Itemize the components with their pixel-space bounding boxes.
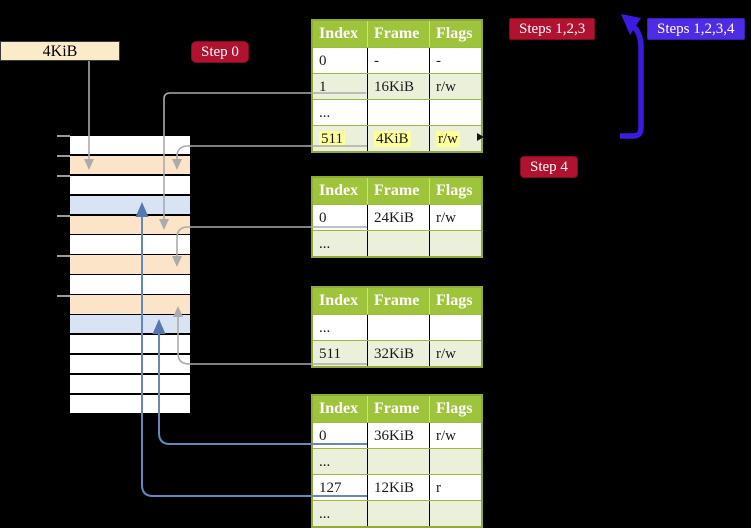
memory-row-white xyxy=(70,354,190,374)
table-row: 0 36KiB r/w xyxy=(313,422,481,448)
badge-steps-123: Steps 1,2,3 xyxy=(509,18,596,40)
highlight: r/w xyxy=(436,131,460,147)
memory-row-blue xyxy=(70,195,190,215)
memory-row-white xyxy=(70,175,190,195)
page-table-third: Index Frame Flags ... 511 32KiB r/w xyxy=(311,286,483,368)
header-cell: Index xyxy=(319,25,359,42)
table-row: ... xyxy=(313,230,481,256)
table-row: 1 16KiB r/w xyxy=(313,73,481,99)
table-row: 127 12KiB r xyxy=(313,474,481,500)
table-header-row: Index Frame Flags xyxy=(313,396,481,422)
memory-row-white xyxy=(70,374,190,394)
memory-row-peach xyxy=(70,255,190,274)
table-row: ... xyxy=(313,448,481,474)
memory-stack xyxy=(70,136,190,413)
memory-row-peach xyxy=(70,155,190,175)
header-cell: Flags xyxy=(429,21,481,47)
table-header-row: Index Frame Flags xyxy=(313,21,481,47)
badge-steps-1234: Steps 1,2,3,4 xyxy=(647,18,745,40)
memory-row-blue xyxy=(70,315,190,334)
page-table-second: Index Frame Flags 0 24KiB r/w ... xyxy=(311,176,483,258)
memory-row-white xyxy=(70,235,190,254)
arrow-steps-1234-loop xyxy=(620,23,644,139)
badge-step-0: Step 0 xyxy=(191,41,249,63)
header-cell: Frame xyxy=(367,21,429,47)
table-header-row: Index Frame Flags xyxy=(313,288,481,314)
memory-row-white xyxy=(70,334,190,354)
arrow-steps-1234-head xyxy=(621,14,641,35)
memory-row-white xyxy=(70,136,190,155)
memory-row-white xyxy=(70,394,190,413)
page-table-fourth: Index Frame Flags 0 36KiB r/w ... 127 12… xyxy=(311,394,483,528)
table-row: ... xyxy=(313,500,481,526)
page-size-label: 4KiB xyxy=(0,41,120,61)
tick-mark xyxy=(57,135,70,137)
highlight: 4KiB xyxy=(374,131,411,147)
badge-step-4: Step 4 xyxy=(520,156,578,178)
tick-mark xyxy=(57,175,70,177)
table-row: ... xyxy=(313,99,481,125)
highlight: 511 xyxy=(319,131,345,147)
memory-row-peach xyxy=(70,215,190,234)
tick-mark xyxy=(57,295,70,297)
table-row: ... xyxy=(313,314,481,340)
table-header-row: Index Frame Flags xyxy=(313,178,481,204)
memory-row-peach xyxy=(70,295,190,314)
tick-mark xyxy=(57,215,70,217)
page-table-top: Index Frame Flags 0 - - 1 16KiB r/w ... … xyxy=(311,19,483,153)
tick-mark xyxy=(57,255,70,257)
table-row: 511 32KiB r/w xyxy=(313,340,481,366)
table-row: 0 - - xyxy=(313,47,481,73)
tick-mark xyxy=(57,155,70,157)
table-row: 0 24KiB r/w xyxy=(313,204,481,230)
memory-row-white xyxy=(70,275,190,294)
table-row-highlighted: 511 4KiB r/w xyxy=(313,125,481,151)
